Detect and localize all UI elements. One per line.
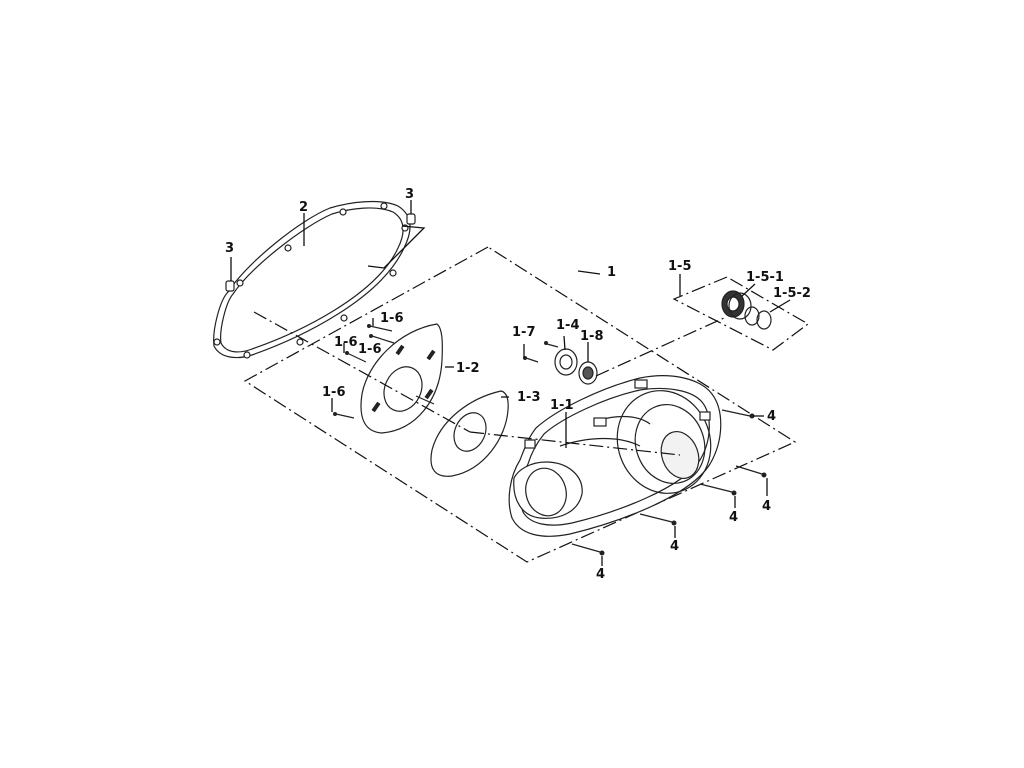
o-ring-part <box>744 306 772 330</box>
label-part-1: 1 <box>607 265 616 280</box>
label-part-1-6-bottom: 1-6 <box>322 385 346 400</box>
bearing-part <box>578 361 598 385</box>
label-part-1-2: 1-2 <box>456 361 480 376</box>
crankcase-cover-part <box>508 375 722 537</box>
cover-bolt-part <box>571 409 767 556</box>
label-part-1-4: 1-4 <box>556 318 580 333</box>
label-part-1-5: 1-5 <box>668 259 692 274</box>
gasket-part <box>213 200 411 359</box>
leader-lines <box>230 200 791 566</box>
dowel-pin-part <box>225 213 416 292</box>
label-part-1-7: 1-7 <box>512 325 536 340</box>
inner-plate-part <box>360 323 443 434</box>
callout-labels: 2 3 3 1 1-5 1-5-1 1-5-2 1-6 1-6 1-6 1-6 … <box>225 187 811 582</box>
label-part-1-3: 1-3 <box>517 390 541 405</box>
label-part-4-e: 4 <box>596 567 605 582</box>
bolt-1-7-part <box>523 341 559 363</box>
label-part-4-d: 4 <box>670 539 679 554</box>
label-part-4-a: 4 <box>767 409 776 424</box>
label-part-1-6-mid-left: 1-6 <box>334 335 358 350</box>
label-part-4-c: 4 <box>729 510 738 525</box>
gear-part <box>721 290 752 320</box>
bolt-1-6-part <box>333 324 435 419</box>
label-part-1-6-mid-right: 1-6 <box>358 342 382 357</box>
label-part-3-right: 3 <box>405 187 414 202</box>
label-part-2: 2 <box>299 200 308 215</box>
bushing-part <box>554 348 578 376</box>
label-part-1-8: 1-8 <box>580 329 604 344</box>
label-part-4-b: 4 <box>762 499 771 514</box>
label-part-1-5-2: 1-5-2 <box>773 286 811 301</box>
assembly-1-5-boundary <box>672 276 810 351</box>
label-part-3-left: 3 <box>225 241 234 256</box>
label-part-1-1: 1-1 <box>550 398 574 413</box>
label-part-1-6-top: 1-6 <box>380 311 404 326</box>
assembly-1-boundary <box>243 246 797 563</box>
label-part-1-5-1: 1-5-1 <box>746 270 784 285</box>
insulation-sheet-part <box>430 390 509 477</box>
